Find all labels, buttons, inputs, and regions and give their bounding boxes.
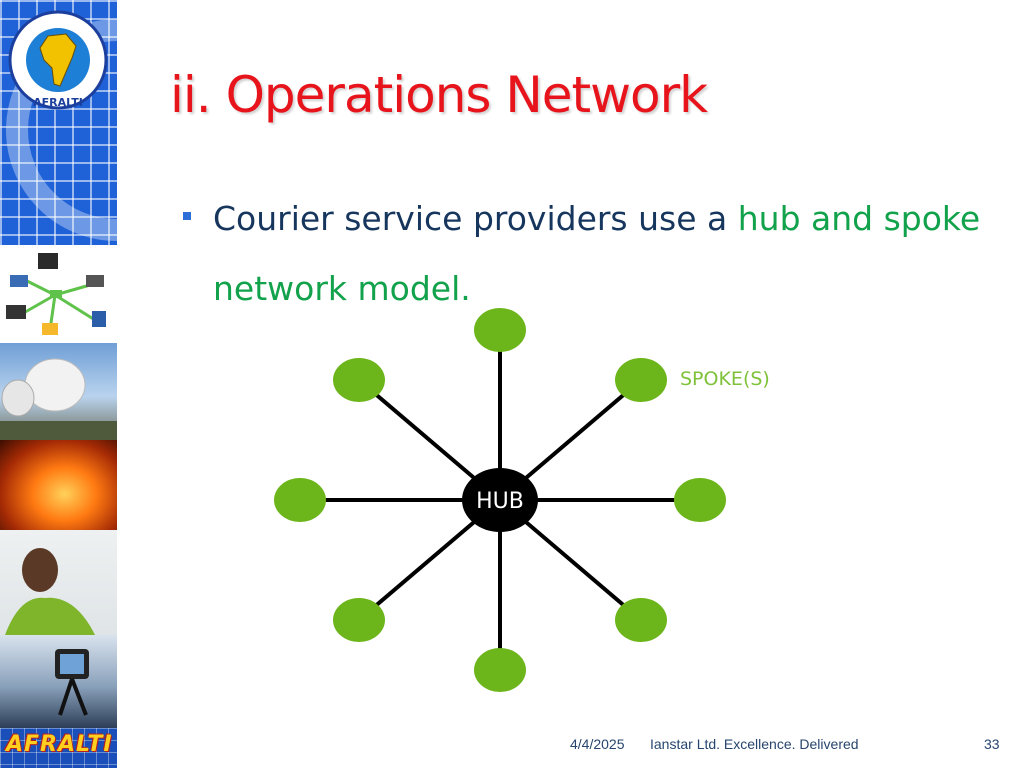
hub-label: HUB xyxy=(476,489,524,514)
brand-logo-text: AFRALTI xyxy=(6,732,113,757)
bullet-square-icon xyxy=(183,212,191,220)
afralti-brand-panel: AFRALTI xyxy=(0,728,117,768)
bullet-highlight-line2: network model. xyxy=(213,269,471,308)
slide-title: ii. Operations Network xyxy=(170,66,708,124)
spoke-node xyxy=(333,598,385,642)
logo-bottom-text: AFRALTI xyxy=(33,96,83,109)
hub-node xyxy=(462,468,538,532)
spoke-node xyxy=(474,648,526,692)
afralti-logo: AFRALTI xyxy=(6,10,117,241)
satellite-dish-image xyxy=(0,343,117,440)
spoke-label: SPOKE(S) xyxy=(680,368,770,390)
fiber-optics-image xyxy=(0,440,117,530)
woman-on-phone-image xyxy=(0,530,117,635)
page-number: 33 xyxy=(984,736,1000,752)
bullet-text: Courier service providers use a xyxy=(213,199,738,238)
footer-text: Ianstar Ltd. Excellence. Delivered xyxy=(650,736,859,752)
hub-spoke-diagram: HUB SPOKE(S) xyxy=(274,308,770,692)
bullet-item: Courier service providers use a hub and … xyxy=(180,184,1000,324)
left-decorative-strip: AFRALTI xyxy=(0,0,117,768)
bullet-highlight-line1: hub and spoke xyxy=(737,199,981,238)
bullet-list: Courier service providers use a hub and … xyxy=(180,184,1000,324)
network-devices-image xyxy=(0,245,117,344)
spoke-node xyxy=(474,308,526,352)
spoke-node xyxy=(274,478,326,522)
spoke-node xyxy=(333,358,385,402)
camera-photo-image xyxy=(0,635,117,728)
spoke-node xyxy=(615,358,667,402)
spoke-node xyxy=(674,478,726,522)
footer-date: 4/4/2025 xyxy=(570,736,625,752)
spoke-node xyxy=(615,598,667,642)
spoke-nodes xyxy=(274,308,726,692)
logo-panel: AFRALTI xyxy=(0,0,117,245)
